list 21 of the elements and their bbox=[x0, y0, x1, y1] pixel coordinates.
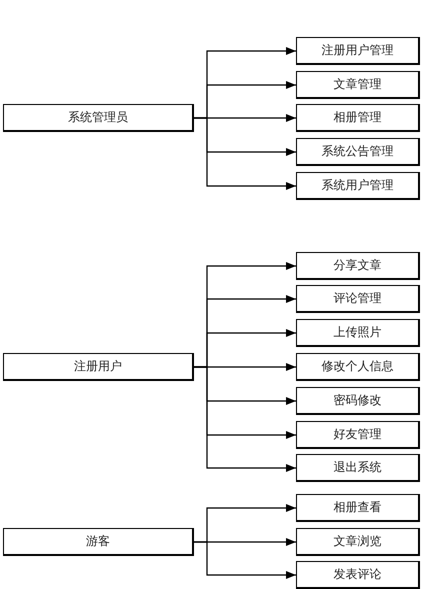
function-box: 分享文章 bbox=[296, 252, 420, 280]
role-box: 系统管理员 bbox=[3, 104, 194, 132]
function-box: 系统用户管理 bbox=[296, 172, 420, 200]
arrow bbox=[194, 541, 296, 579]
function-box: 密码修改 bbox=[296, 387, 420, 415]
function-box: 注册用户管理 bbox=[296, 37, 420, 65]
function-box: 发表评论 bbox=[296, 561, 420, 589]
function-box: 文章浏览 bbox=[296, 528, 420, 556]
function-box: 系统公告管理 bbox=[296, 138, 420, 166]
function-box: 评论管理 bbox=[296, 285, 420, 313]
function-box: 修改个人信息 bbox=[296, 353, 420, 381]
function-box: 退出系统 bbox=[296, 454, 420, 482]
function-box: 上传照片 bbox=[296, 319, 420, 347]
role-box: 注册用户 bbox=[3, 353, 194, 381]
arrow bbox=[194, 366, 296, 472]
function-box: 相册查看 bbox=[296, 494, 420, 522]
function-box: 相册管理 bbox=[296, 104, 420, 132]
function-box: 文章管理 bbox=[296, 71, 420, 99]
role-box: 游客 bbox=[3, 528, 194, 556]
function-box: 好友管理 bbox=[296, 421, 420, 449]
arrow bbox=[194, 117, 296, 190]
